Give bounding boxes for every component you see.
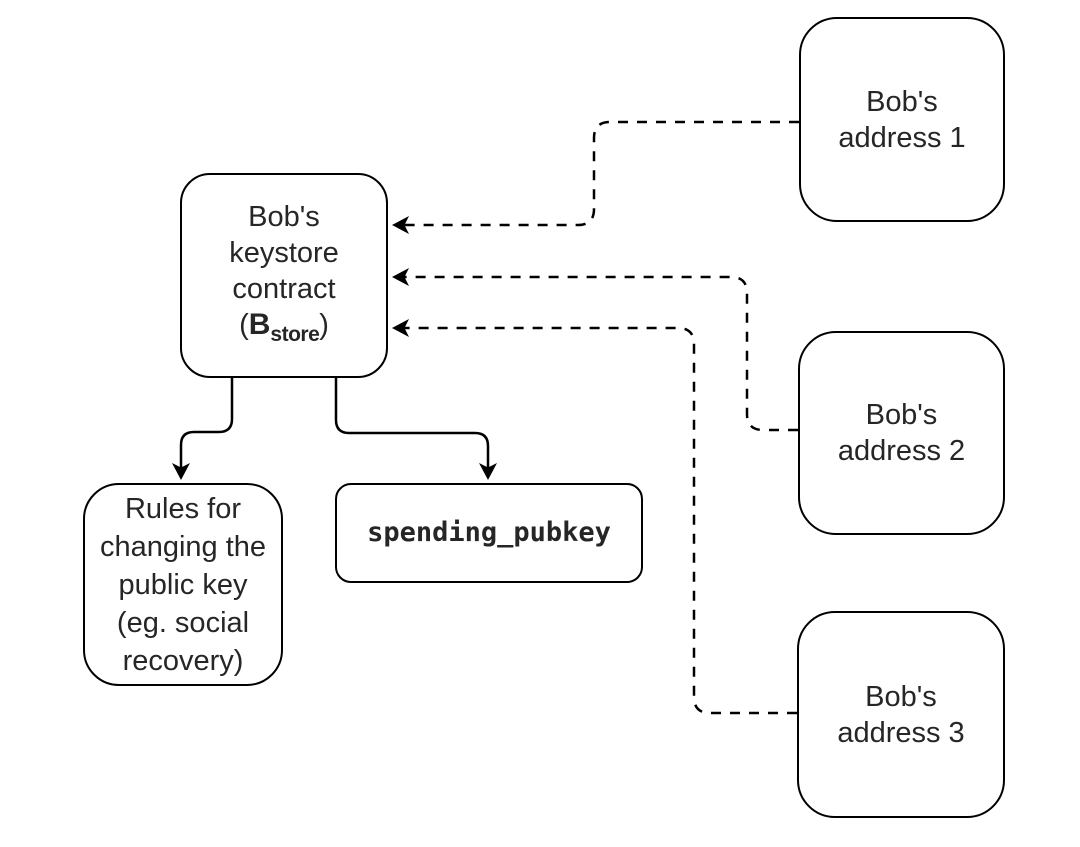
address-label-line: Bob's bbox=[865, 680, 937, 713]
address-label-line: address 3 bbox=[837, 716, 965, 749]
address-label-line: address 1 bbox=[838, 121, 966, 154]
edge-keystore-to-rules bbox=[172, 377, 234, 480]
node-address-2: Bob's address 2 bbox=[798, 331, 1005, 535]
keystore-label-line: Bob's bbox=[248, 200, 320, 233]
edge-address3-to-keystore bbox=[392, 319, 797, 715]
spending-pubkey-label: spending_pubkey bbox=[367, 517, 611, 548]
node-address-3: Bob's address 3 bbox=[797, 611, 1005, 818]
node-key-change-rules: Rules for changing the public key (eg. s… bbox=[83, 483, 283, 686]
keystore-label-line: contract bbox=[232, 272, 336, 305]
address-label-line: address 2 bbox=[837, 435, 966, 467]
symbol-main: B bbox=[248, 307, 271, 341]
node-keystore-contract: Bob's keystore contract (Bstore) bbox=[180, 173, 388, 378]
node-address-1: Bob's address 1 bbox=[799, 17, 1005, 222]
rules-label-line: changing the bbox=[99, 530, 267, 563]
edge-keystore-to-spending-pubkey bbox=[334, 377, 497, 480]
address-label-line: Bob's bbox=[865, 399, 938, 431]
rules-label-line: recovery) bbox=[122, 644, 244, 677]
edge-address1-to-keystore bbox=[392, 120, 799, 234]
rules-label-line: (eg. social bbox=[116, 606, 250, 639]
address-label-line: Bob's bbox=[866, 85, 938, 118]
keystore-symbol-line: (Bstore) bbox=[239, 307, 329, 353]
node-spending-pubkey: spending_pubkey bbox=[335, 483, 643, 583]
rules-label-line: Rules for bbox=[124, 492, 242, 525]
symbol-paren-close: ) bbox=[319, 308, 329, 341]
rules-label-line: public key bbox=[118, 568, 248, 601]
keystore-label-line: keystore bbox=[229, 236, 339, 269]
symbol-subscript: store bbox=[270, 322, 320, 346]
edge-address2-to-keystore bbox=[392, 268, 798, 432]
symbol-paren-open: ( bbox=[239, 308, 249, 341]
